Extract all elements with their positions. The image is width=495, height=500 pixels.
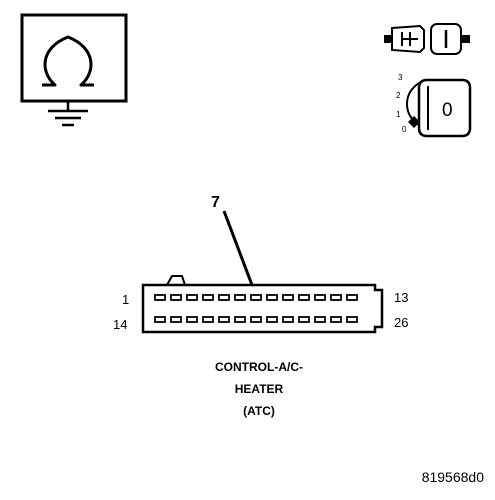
connector-disconnect-icon [384, 23, 470, 55]
pin-cavity-24 [314, 316, 326, 323]
pin-callout-number: 7 [211, 194, 220, 211]
pin-label-26: 26 [394, 315, 408, 330]
ignition-pos-1: 1 [396, 110, 401, 119]
pin-cavity-21 [266, 316, 278, 323]
pin-cavity-25 [330, 316, 342, 323]
pin-cavity-6 [234, 294, 246, 301]
pin-label-14: 14 [113, 317, 127, 332]
pin-cavity-2 [170, 294, 182, 301]
pin-cavity-17 [202, 316, 214, 323]
pin-cavity-14 [154, 316, 166, 323]
ignition-pos-0: 0 [402, 125, 407, 134]
pin-cavity-19 [234, 316, 246, 323]
pin-cavity-18 [218, 316, 230, 323]
pin-cavity-20 [250, 316, 262, 323]
pin-cavity-16 [186, 316, 198, 323]
ignition-pos-3: 3 [398, 73, 403, 82]
ignition-key-label: 0 [442, 100, 453, 121]
pin-cavity-4 [202, 294, 214, 301]
pin-cavity-9 [282, 294, 294, 301]
pin-cavity-7 [250, 294, 262, 301]
pin-cavity-8 [266, 294, 278, 301]
pin-cavity-10 [298, 294, 310, 301]
pin-cavity-15 [170, 316, 182, 323]
pin-cavity-11 [314, 294, 326, 301]
pin-row-bottom [154, 316, 358, 323]
pin-cavity-5 [218, 294, 230, 301]
connector-title-line2: HEATER [235, 382, 284, 396]
pin-callout: 7 [211, 194, 257, 294]
ignition-pos-2: 2 [396, 91, 401, 100]
pin-cavity-22 [282, 316, 294, 323]
pin-cavity-3 [186, 294, 198, 301]
pin-row-top [154, 294, 358, 301]
ohmmeter-icon [20, 13, 128, 127]
pin-cavity-23 [298, 316, 310, 323]
pin-cavity-12 [330, 294, 342, 301]
pin-label-13: 13 [394, 290, 408, 305]
figure-id: 819568d0 [422, 469, 485, 485]
connector-body [141, 275, 384, 334]
pin-cavity-13 [346, 294, 358, 301]
connector-title-line3: (ATC) [243, 404, 275, 418]
pin-cavity-26 [346, 316, 358, 323]
pin-cavity-1 [154, 294, 166, 301]
ignition-key-icon: 3 2 1 0 0 [396, 73, 472, 138]
pin-label-1: 1 [122, 292, 129, 307]
connector-title-line1: CONTROL-A/C- [215, 360, 303, 374]
